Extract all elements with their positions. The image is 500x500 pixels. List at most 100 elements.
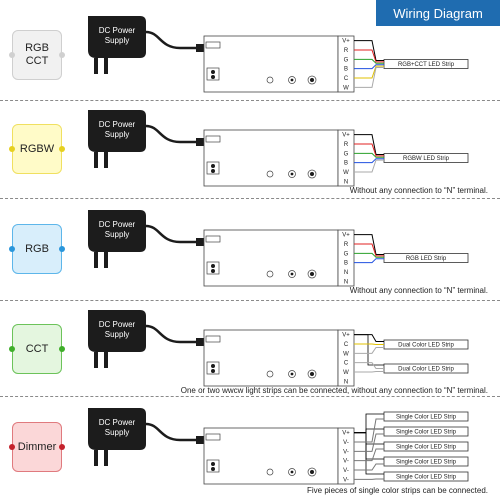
plug-prong <box>94 352 98 368</box>
terminal-label: V- <box>343 468 349 474</box>
badge-connector-dot <box>9 246 15 252</box>
psu-label-line2: Supply <box>105 330 129 339</box>
terminal-label: V- <box>343 477 349 483</box>
plug-prong <box>104 152 108 168</box>
psu-label-line2: Supply <box>105 130 129 139</box>
mode-badge: CCT <box>12 324 62 374</box>
dc-jack <box>205 41 221 49</box>
terminal-label: W <box>343 170 349 176</box>
badge-connector-dot <box>9 52 15 58</box>
badge-connector-dot <box>9 146 15 152</box>
led-strip: Single Color LED Strip <box>383 456 469 467</box>
terminal-label: N <box>344 279 348 285</box>
terminal-label: G <box>344 251 349 257</box>
led-strip-label: Single Color LED Strip <box>396 460 457 466</box>
row-separator <box>0 396 500 397</box>
led-strip: RGB+CCT LED Strip <box>383 59 469 69</box>
led-strip-label: Single Color LED Strip <box>396 430 457 436</box>
led-indicator <box>211 269 215 273</box>
controller <box>203 35 339 93</box>
dc-plug <box>196 338 206 346</box>
wires <box>354 234 384 264</box>
terminal-label: V+ <box>342 39 350 45</box>
dc-plug <box>196 238 206 246</box>
badge-connector-dot <box>9 444 15 450</box>
wires <box>354 413 384 480</box>
terminal-label: W <box>343 370 349 376</box>
wires <box>354 134 384 173</box>
dc-cable <box>145 324 198 344</box>
wiring-note: Without any connection to “N” terminal. <box>349 286 488 295</box>
badge-connector-dot <box>59 444 65 450</box>
row-separator <box>0 100 500 101</box>
led-strip-label: RGB+CCT LED Strip <box>398 62 455 68</box>
psu-label-line1: DC Power <box>99 320 136 329</box>
terminal-label: W <box>343 351 349 357</box>
terminal-label: V+ <box>342 333 350 339</box>
plug-prong <box>94 252 98 268</box>
led-indicator <box>211 75 215 79</box>
terminal-label: W <box>343 85 349 91</box>
plug-prong <box>104 352 108 368</box>
dc-plug <box>196 436 206 444</box>
terminal-label: N <box>344 379 348 385</box>
plug-prong <box>94 152 98 168</box>
led-strip-label: Dual Color LED Strip <box>398 343 454 349</box>
dc-cable <box>145 422 198 442</box>
terminal-label: V+ <box>342 431 350 437</box>
led-strip: Single Color LED Strip <box>383 411 469 422</box>
terminal-label: V- <box>343 449 349 455</box>
terminal-label: R <box>344 48 349 54</box>
terminal-label: R <box>344 242 349 248</box>
terminal-label: C <box>344 76 349 82</box>
dc-jack <box>205 135 221 143</box>
psu-label-line1: DC Power <box>99 26 136 35</box>
badge-connector-dot <box>59 52 65 58</box>
button-circle <box>266 170 274 178</box>
led-strip-label: RGB LED Strip <box>406 256 447 262</box>
badge-connector-dot <box>59 146 65 152</box>
led-indicator <box>211 264 215 268</box>
led-strip: RGBW LED Strip <box>383 153 469 163</box>
terminal-label: B <box>344 161 348 167</box>
terminal-label: B <box>344 67 348 73</box>
plug-prong <box>104 252 108 268</box>
dc-jack <box>205 335 221 343</box>
psu-label-line1: DC Power <box>99 418 136 427</box>
row-separator <box>0 198 500 199</box>
psu-label-line1: DC Power <box>99 220 136 229</box>
led-strip-label: Dual Color LED Strip <box>398 367 454 373</box>
dc-jack <box>205 235 221 243</box>
terminal-label: V+ <box>342 133 350 139</box>
dc-cable <box>145 224 198 244</box>
led-indicator <box>211 364 215 368</box>
controller <box>203 329 339 387</box>
dc-cable <box>145 30 198 50</box>
terminal-label: C <box>344 342 349 348</box>
led-strip: Dual Color LED Strip <box>383 339 469 350</box>
button-circle <box>266 76 274 84</box>
led-strip: Single Color LED Strip <box>383 471 469 482</box>
dc-plug <box>196 138 206 146</box>
led-strip-label: Single Color LED Strip <box>396 475 457 481</box>
controller <box>203 229 339 287</box>
row-separator <box>0 300 500 301</box>
plug-prong <box>104 58 108 74</box>
dc-plug <box>196 44 206 52</box>
wiring-note: Five pieces of single color strips can b… <box>307 486 488 495</box>
terminal-label: V- <box>343 440 349 446</box>
psu-label-line2: Supply <box>105 36 129 45</box>
terminal-label: V+ <box>342 233 350 239</box>
dc-jack <box>205 433 221 441</box>
